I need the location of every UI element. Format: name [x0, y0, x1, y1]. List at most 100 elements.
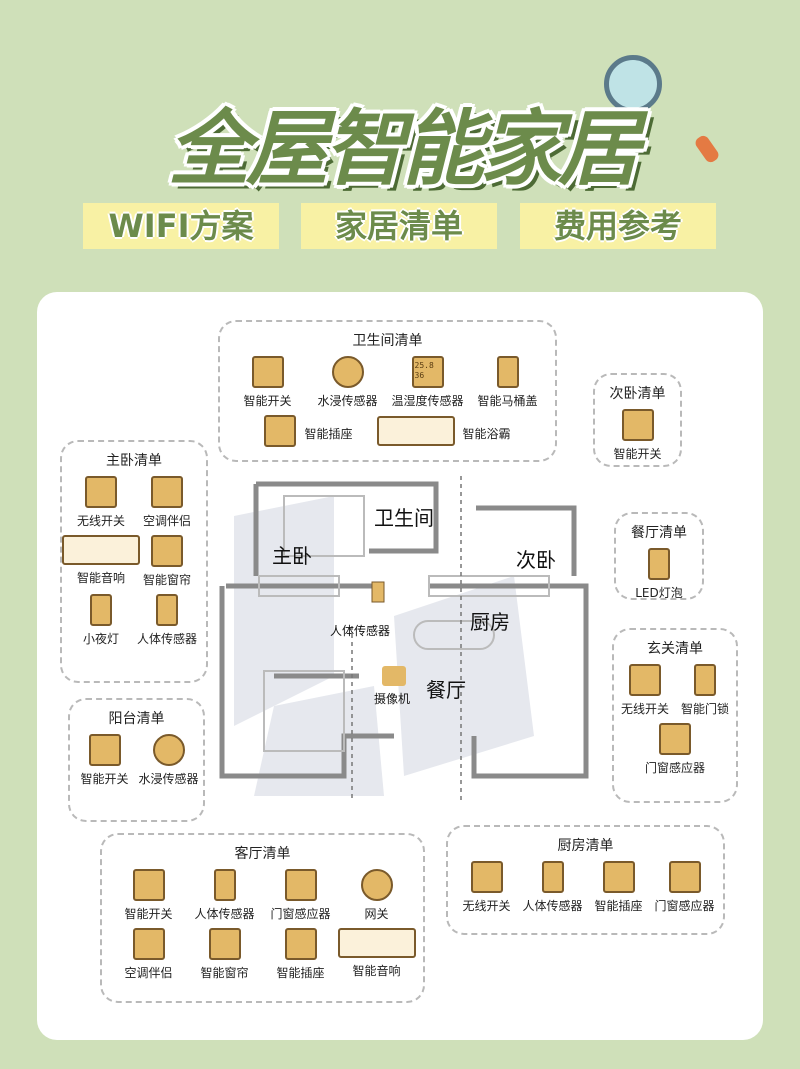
item-label: 人体传感器	[136, 632, 197, 646]
list-second-bedroom: 次卧清单智能开关	[593, 373, 682, 467]
item-list: 无线开关人体传感器智能插座门窗感应器	[450, 861, 721, 914]
led-bulb-icon	[648, 548, 670, 580]
bath-heater-icon	[376, 416, 455, 446]
item-label: 无线开关	[620, 702, 669, 716]
door-sensor-icon	[668, 861, 701, 893]
night-lamp-icon	[90, 594, 112, 626]
switch-icon	[470, 861, 503, 893]
list-item: 水浸传感器	[310, 356, 386, 409]
item-label: 智能浴霸	[462, 426, 511, 441]
item-label: 人体传感器	[194, 907, 255, 921]
item-label: 小夜灯	[82, 632, 119, 646]
item-label: 智能插座	[594, 899, 643, 913]
gateway-icon	[360, 869, 393, 901]
room-master-bedroom: 主卧	[272, 544, 312, 568]
switch-icon	[251, 356, 284, 388]
list-item: 门窗感应器	[645, 723, 705, 776]
socket-icon	[284, 928, 317, 960]
item-list: 无线开关空调伴侣智能音响智能窗帘小夜灯 人体传感器	[62, 476, 204, 647]
item-label: 网关	[364, 907, 389, 921]
switch-icon	[621, 409, 654, 441]
item-label: 空调伴侣	[142, 514, 191, 528]
item-label: 智能窗帘	[200, 966, 249, 980]
list-item: 无线开关	[70, 476, 132, 529]
switch-icon	[132, 869, 165, 901]
list-item: 智能开关	[230, 356, 306, 409]
body-sensor-icon	[156, 594, 178, 626]
list-title: 阳台清单	[108, 711, 165, 727]
plan-camera-label: 摄像机	[374, 692, 411, 706]
item-label: 智能窗帘	[142, 573, 191, 587]
plan-body-sensor-label: 人体传感器	[330, 624, 391, 638]
list-title: 餐厅清单	[631, 525, 687, 541]
socket-icon	[264, 415, 297, 447]
item-label: 温湿度传感器	[391, 394, 464, 408]
list-item: 无线开关	[617, 664, 673, 717]
item-list: 智能开关水浸传感器 25.8 36 温湿度传感器智能马桶盖智能插座 智能浴霸	[222, 356, 553, 451]
speaker-icon	[337, 928, 416, 958]
floor-plan: 主卧 卫生间 次卧 厨房 餐厅 人体传感器 摄像机	[214, 476, 606, 800]
body-sensor-icon	[541, 861, 564, 893]
list-title: 卫生间清单	[352, 333, 423, 349]
switch-icon	[85, 476, 117, 508]
item-label: 智能插座	[304, 426, 353, 441]
list-title: 厨房清单	[557, 838, 614, 854]
list-item: 智能门锁	[677, 664, 733, 717]
water-sensor-icon	[152, 734, 185, 766]
list-item: 空调伴侣	[113, 928, 185, 981]
socket-icon	[602, 861, 635, 893]
item-label: 智能开关	[124, 907, 173, 921]
list-item: 智能开关	[113, 869, 185, 922]
item-label: 智能音响	[352, 964, 401, 978]
list-item: 人体传感器	[189, 869, 261, 922]
item-label: 水浸传感器	[138, 772, 199, 786]
item-label: 水浸传感器	[317, 394, 378, 408]
item-list: 智能开关	[597, 409, 678, 462]
list-dining: 餐厅清单 LED灯泡	[614, 512, 704, 600]
room-second-bedroom: 次卧	[516, 548, 556, 572]
switch-icon	[88, 734, 121, 766]
door-sensor-icon	[659, 723, 691, 755]
thermo-hygrometer-icon: 25.8 36	[411, 356, 444, 388]
item-list: 无线开关智能门锁门窗感应器	[616, 664, 734, 776]
tag-cost: 费用参考	[520, 203, 716, 249]
list-item: 智能开关	[75, 734, 135, 787]
magnifier-icon	[604, 55, 662, 113]
door-lock-icon	[694, 664, 716, 696]
list-item: 水浸传感器	[139, 734, 199, 787]
item-list: 智能开关人体传感器门窗感应器网关空调伴侣智能窗帘智能插座智能音响	[104, 869, 421, 981]
list-item: 空调伴侣	[136, 476, 198, 529]
curtain-icon	[208, 928, 241, 960]
item-label: 门窗感应器	[654, 899, 715, 913]
list-item: 智能音响	[62, 535, 140, 588]
list-item: 网关	[341, 869, 413, 922]
list-item: 智能插座	[264, 415, 353, 451]
list-item: 智能开关	[603, 409, 673, 462]
tag-list: 家居清单	[301, 203, 497, 249]
list-entry: 玄关清单无线开关智能门锁门窗感应器	[612, 628, 738, 803]
speaker-icon	[62, 535, 140, 565]
item-label: 无线开关	[462, 899, 511, 913]
list-living: 客厅清单智能开关人体传感器门窗感应器网关空调伴侣智能窗帘智能插座智能音响	[100, 833, 425, 1003]
list-item: 智能浴霸	[376, 415, 511, 451]
door-sensor-icon	[284, 869, 317, 901]
item-label: 智能插座	[276, 966, 325, 980]
item-list: 智能开关水浸传感器	[72, 734, 201, 787]
tag-wifi: WIFI方案	[83, 203, 279, 249]
list-item: 门窗感应器	[654, 861, 716, 914]
list-item: 智能马桶盖	[470, 356, 546, 409]
toilet-icon	[496, 356, 519, 388]
item-list: LED灯泡	[618, 548, 700, 601]
list-item: 智能窗帘	[136, 535, 198, 588]
item-label: 人体传感器	[522, 899, 583, 913]
item-label: 智能马桶盖	[477, 394, 538, 408]
water-sensor-icon	[331, 356, 364, 388]
room-kitchen: 厨房	[470, 610, 510, 634]
list-item: 智能音响	[337, 928, 416, 981]
list-item: 智能窗帘	[189, 928, 261, 981]
item-label: LED灯泡	[635, 586, 683, 600]
sensor-display: 25.8 36	[414, 361, 434, 380]
list-item: 小夜灯	[70, 594, 132, 647]
item-label: 智能开关	[613, 447, 662, 461]
list-kitchen: 厨房清单无线开关人体传感器智能插座门窗感应器	[446, 825, 725, 935]
